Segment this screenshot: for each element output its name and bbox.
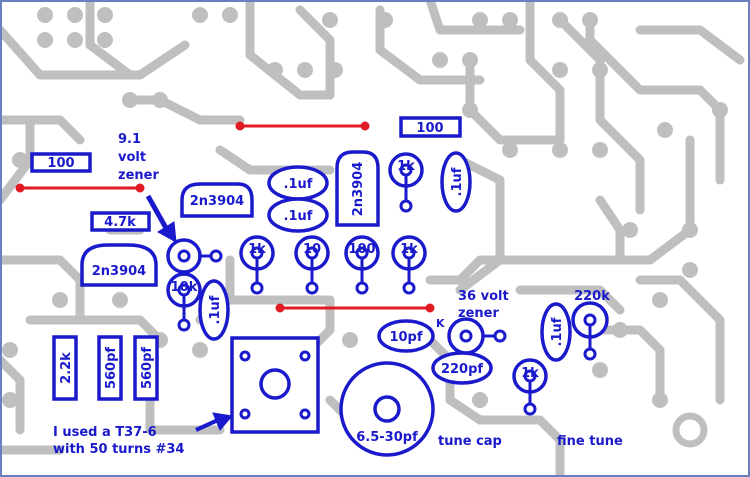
label-resistor-100-round: 100 (348, 242, 375, 257)
copper-pads (2, 7, 728, 408)
label-resistor-10k: 10k (171, 280, 198, 295)
annotation-zener1-line1: 9.1 (118, 132, 141, 147)
capacitor-c3 (440, 151, 472, 213)
label-capacitor-560pf-a: 560pf (104, 347, 119, 389)
arrow-zener-icon (145, 194, 177, 243)
label-capacitor-220pf: 220pf (441, 362, 483, 377)
label-capacitor-c1: .1uf (284, 177, 313, 192)
capacitor-c5 (540, 302, 572, 362)
trimmer-capacitor (339, 361, 435, 457)
annotation-fine-tune: fine tune (557, 434, 623, 449)
annotation-zener2-line1: 36 volt (458, 289, 509, 304)
jumper-wires (15, 121, 435, 313)
label-resistor-1k-d: 1k (521, 366, 539, 381)
label-resistor-100-left: 100 (47, 156, 74, 171)
label-resistor-4-7k: 4.7k (104, 215, 136, 230)
component-leads (177, 163, 597, 420)
capacitor-c2 (267, 197, 329, 233)
label-transistor-q1: 2n3904 (190, 194, 244, 209)
label-resistor-100-top: 100 (416, 121, 443, 136)
label-capacitor-c4: .1uf (208, 295, 223, 324)
resistor-100-top (399, 116, 462, 138)
label-capacitor-c3: .1uf (450, 167, 465, 196)
mounting-hole (672, 412, 708, 448)
annotation-zener1-line2: volt (118, 150, 146, 165)
transistor-q1 (180, 182, 254, 218)
capacitor-10pf (377, 319, 435, 353)
annotation-k-mark: K (436, 317, 445, 330)
label-capacitor-10pf: 10pf (389, 330, 422, 345)
capacitor-560pf-a (97, 335, 123, 401)
label-potentiometer-220k: 220k (574, 289, 610, 304)
resistor-4-7k (90, 211, 151, 232)
label-resistor-1k-c: 1k (397, 159, 415, 174)
resistor-100-left (30, 152, 92, 173)
label-capacitor-c2: .1uf (284, 209, 313, 224)
transistor-q2 (80, 243, 158, 287)
transistor-q3 (335, 150, 380, 227)
label-capacitor-560pf-b: 560pf (140, 347, 155, 389)
annotation-toroid-line2: with 50 turns #34 (53, 442, 184, 457)
label-resistor-1k-a: 1k (248, 242, 266, 257)
arrow-toroid-icon (195, 412, 233, 432)
annotation-zener2-line2: zener (458, 306, 499, 321)
annotation-tune-cap: tune cap (438, 434, 502, 449)
annotation-zener1-line3: zener (118, 168, 159, 183)
label-resistor-10: 10 (303, 242, 321, 257)
label-resistor-1k-b: 1k (400, 242, 418, 257)
resistor-2-2k (52, 335, 78, 401)
capacitor-c4 (198, 279, 230, 341)
label-transistor-q3: 2n3904 (351, 162, 366, 216)
label-trimmer-capacitor: 6.5-30pf (356, 430, 418, 445)
label-capacitor-c5: .1uf (550, 317, 565, 346)
capacitor-560pf-b (133, 335, 159, 401)
label-transistor-q2: 2n3904 (92, 264, 146, 279)
annotation-toroid-line1: I used a T37-6 (53, 425, 157, 440)
label-resistor-2-2k: 2.2k (59, 352, 74, 384)
